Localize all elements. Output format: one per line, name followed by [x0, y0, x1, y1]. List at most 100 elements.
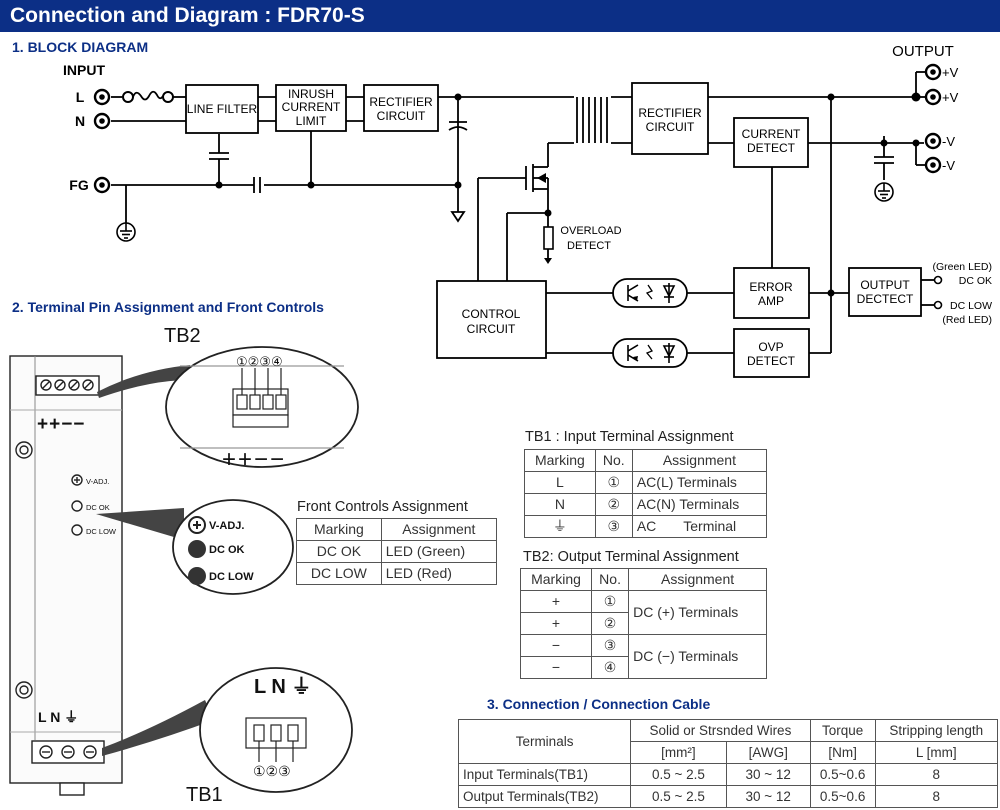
table-row: Output Terminals(TB2) 0.5 ~ 2.5 30 ~ 12 … [457, 785, 999, 808]
section-title-terminal-pins: 2. Terminal Pin Assignment and Front Con… [12, 299, 324, 315]
red-led-label: (Red LED) [942, 314, 992, 326]
pos-v-label: +V [942, 65, 959, 80]
ovp-label-1: OVP [758, 340, 783, 354]
rectifier1-label-2: CIRCUIT [377, 109, 426, 123]
table-cell: AC(L) Terminals [631, 471, 768, 494]
table-cell: 8 [874, 785, 999, 808]
table-cell: ① [594, 471, 633, 494]
table-header: Terminals [457, 719, 632, 764]
table-header: Marking [296, 518, 382, 541]
tb1-table-caption: TB1 : Input Terminal Assignment [525, 429, 734, 445]
table-header: [Nm] [809, 741, 876, 764]
table-cell: + [520, 612, 592, 635]
table-cell: L [524, 471, 596, 494]
table-cell: Input Terminals(TB1) [457, 763, 632, 786]
inrush-label-1: INRUSH [288, 87, 334, 101]
table-cell: 0.5 ~ 2.5 [630, 763, 727, 786]
neg-v-label: -V [942, 134, 955, 149]
vadj-small-label: V-ADJ. [86, 477, 109, 486]
section-title-connection-cable: 3. Connection / Connection Cable [487, 696, 711, 712]
table-cell: 0.5~0.6 [809, 763, 876, 786]
table-cell: DC (−) Terminals [628, 634, 767, 679]
vadj-label: V-ADJ. [209, 520, 244, 532]
device-lnfg-marks: L N ⏚ [38, 709, 78, 725]
l-label: L [76, 89, 85, 105]
error-amp-label-1: ERROR [749, 280, 793, 294]
table-header: [AWG] [725, 741, 811, 764]
table-header: L [mm] [874, 741, 999, 764]
n-label: N [75, 113, 85, 129]
device-polarity-marks: ++−− [37, 414, 85, 435]
table-cell: LED (Green) [380, 540, 498, 563]
table-cell: + [520, 590, 592, 613]
tb1-pin-numbers: ①②③ [253, 763, 291, 779]
table-cell: ② [590, 612, 630, 635]
dcok-small-label: DC OK [86, 503, 110, 512]
line-filter-label: LINE FILTER [187, 102, 258, 116]
table-cell: − [520, 634, 592, 657]
table-cell: AC(N) Terminals [631, 493, 768, 516]
table-cell: − [520, 656, 592, 679]
table-cell: AC Terminal [631, 515, 768, 538]
table-header: Marking [524, 449, 596, 472]
table-cell: 8 [874, 763, 999, 786]
table-header: Assignment [631, 449, 768, 472]
page-title: Connection and Diagram : FDR70-S [10, 4, 365, 27]
tb2-table-caption: TB2: Output Terminal Assignment [523, 549, 739, 565]
inrush-label-2: CURRENT [282, 100, 341, 114]
table-cell: 0.5~0.6 [809, 785, 876, 808]
rectifier1-label-1: RECTIFIER [369, 95, 433, 109]
tb2-polarity-marks: ++−− [222, 446, 286, 473]
table-cell: ④ [590, 656, 630, 679]
table-header: Assignment [628, 568, 767, 591]
section-title-block-diagram: 1. BLOCK DIAGRAM [12, 39, 149, 55]
table-header: Marking [520, 568, 592, 591]
table-cell: N [524, 493, 596, 516]
table-row: −④ [520, 656, 767, 679]
output-detect-label-2: DECTECT [857, 292, 914, 306]
table-cell: ③ [594, 515, 633, 538]
connection-cable-table: Terminals Solid or Strsnded Wires Torque… [457, 719, 999, 808]
ovp-label-2: DETECT [747, 354, 796, 368]
tb1-label: TB1 [186, 784, 223, 806]
table-cell: DC (+) Terminals [628, 590, 767, 635]
front-controls-caption: Front Controls Assignment [297, 499, 468, 515]
table-cell: ② [594, 493, 633, 516]
table-cell: LED (Red) [380, 562, 498, 585]
table-header: [mm²] [630, 741, 727, 764]
table-cell: ⏚ [524, 515, 596, 538]
output-detect-label-1: OUTPUT [860, 278, 910, 292]
table-row: Input Terminals(TB1) 0.5 ~ 2.5 30 ~ 12 0… [457, 763, 999, 786]
neg-v-label: -V [942, 158, 955, 173]
table-header: Torque [809, 719, 876, 742]
tb1-lnfg-marks: L N ⏚ [254, 675, 311, 698]
output-label: OUTPUT [892, 43, 954, 60]
overload-label-1: OVERLOAD [560, 225, 621, 237]
rectifier2-label-2: CIRCUIT [646, 120, 695, 134]
dclow-small-label: DC LOW [86, 527, 117, 536]
table-cell: 0.5 ~ 2.5 [630, 785, 727, 808]
fg-label: FG [69, 177, 89, 193]
table-header: No. [594, 449, 633, 472]
error-amp-label-2: AMP [758, 294, 784, 308]
rectifier2-label-1: RECTIFIER [638, 106, 702, 120]
green-led-label: (Green LED) [932, 261, 992, 273]
control-label-1: CONTROL [462, 307, 521, 321]
table-header: Solid or Strsnded Wires [630, 719, 811, 742]
overload-label-2: DETECT [567, 240, 611, 252]
table-header: No. [590, 568, 630, 591]
inrush-label-3: LIMIT [296, 114, 327, 128]
dc-low-label: DC LOW [950, 300, 992, 312]
input-label: INPUT [63, 62, 105, 78]
header-banner: Connection and Diagram : FDR70-S [0, 0, 1000, 32]
